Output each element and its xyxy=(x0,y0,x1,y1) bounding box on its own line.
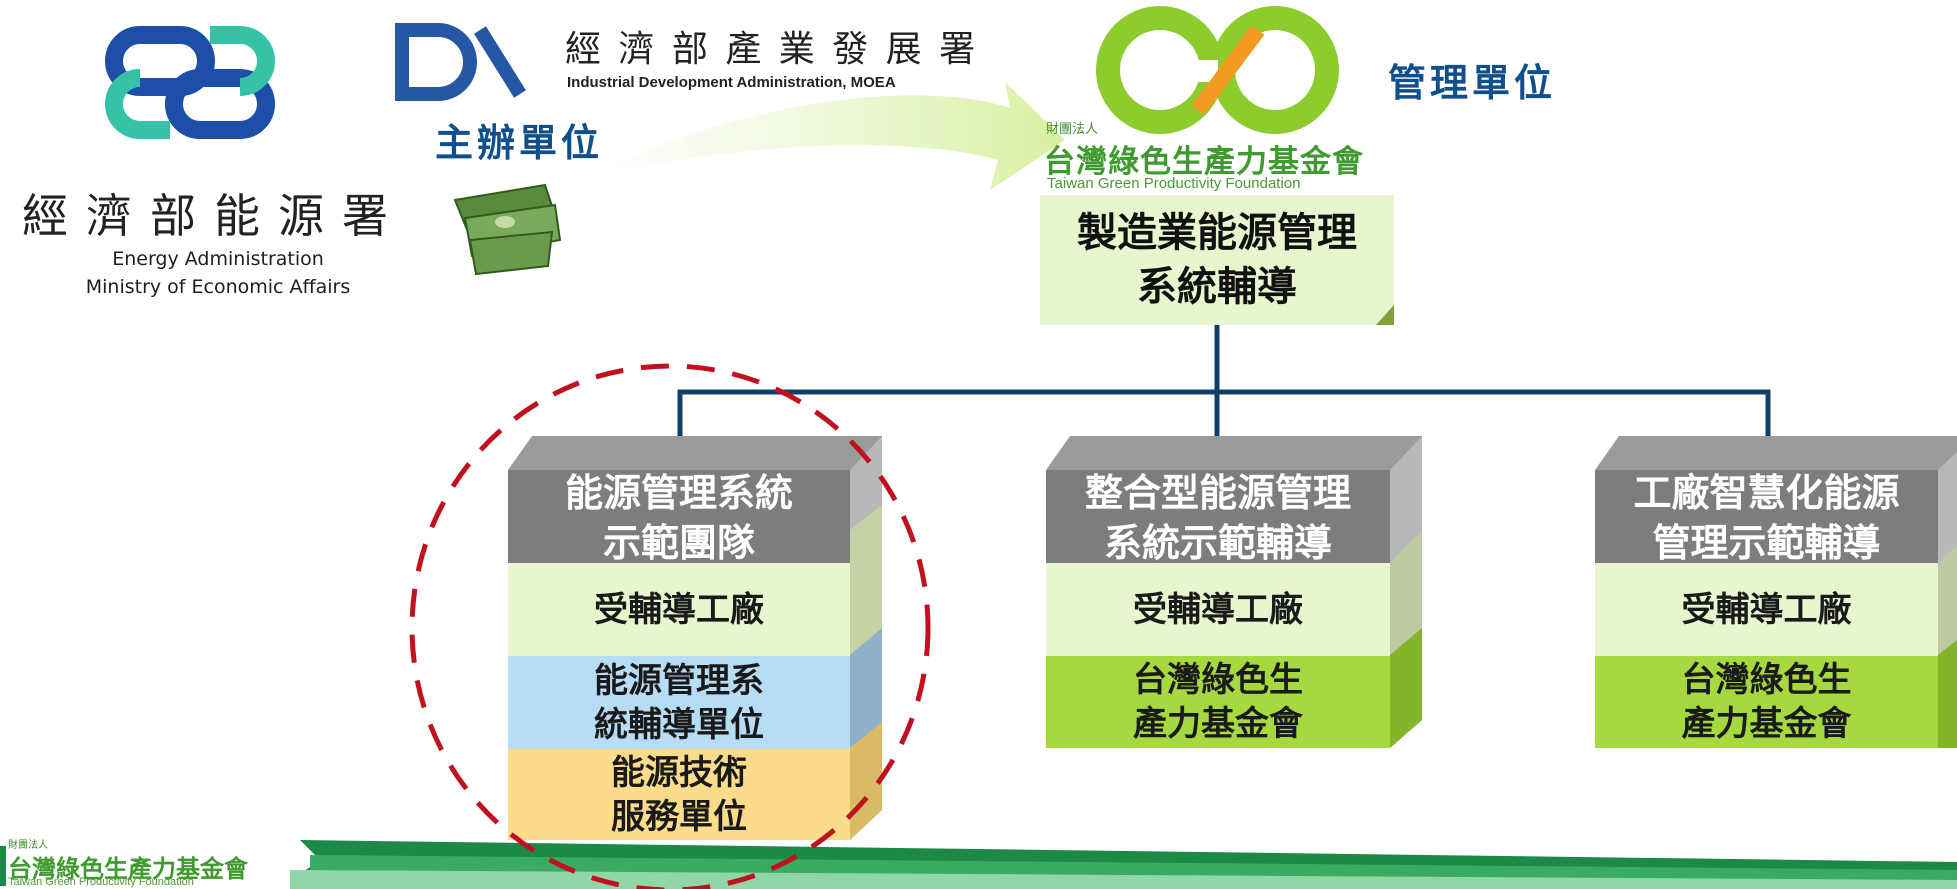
go-logo xyxy=(1096,6,1339,134)
foundation-prefix: 財團法人 xyxy=(1046,122,1099,137)
branch-1-row-1: 受輔導工廠 xyxy=(594,589,764,630)
branch-1-row-3: 能源技術 服務單位 xyxy=(611,752,747,837)
money-icon xyxy=(453,183,562,276)
branch-box-2 xyxy=(1046,436,1422,748)
branch-box-3 xyxy=(1595,436,1957,748)
ida-logo xyxy=(395,23,526,101)
highlight-circle xyxy=(409,363,931,889)
branch-3-row-2: 台灣綠色生 產力基金會 xyxy=(1681,660,1852,744)
branch-2-row-1: 受輔導工廠 xyxy=(1133,589,1303,630)
branch-1-title: 能源管理系統 示範團隊 xyxy=(564,471,793,565)
ida-name-en: Industrial Development Administration, M… xyxy=(567,74,896,91)
footer-logo-mark xyxy=(0,846,6,886)
branch-3-title: 工廠智慧化能源 管理示範輔導 xyxy=(1633,471,1900,565)
connector-lines xyxy=(677,325,1771,450)
branch-3-row-1: 受輔導工廠 xyxy=(1681,589,1852,630)
funding-arrow xyxy=(585,82,1065,190)
branch-2-title: 整合型能源管理 系統示範輔導 xyxy=(1084,471,1351,565)
energy-admin-name-en-1: Energy Administration xyxy=(112,248,324,270)
foundation-name-zh: 台灣綠色生產力基金會 xyxy=(1044,144,1364,180)
footer-ribbon-mid xyxy=(310,855,1957,880)
foundation-name-en: Taiwan Green Productivity Foundation xyxy=(1047,175,1301,192)
footer-name-zh: 台灣綠色生產力基金會 xyxy=(8,855,248,883)
manager-label: 管理單位 xyxy=(1388,61,1557,105)
program-box xyxy=(1040,195,1394,325)
footer-name-en: Taiwan Green Productivity Foundation xyxy=(8,876,194,888)
ida-name-zh: 經 濟 部 產 業 發 展 署 xyxy=(565,29,979,70)
organizer-label: 主辦單位 xyxy=(435,121,604,165)
program-title: 製造業能源管理 系統輔導 xyxy=(1077,210,1357,310)
branch-2-row-2: 台灣綠色生 產力基金會 xyxy=(1133,660,1303,744)
branch-1-row-2: 能源管理系 統輔導單位 xyxy=(594,660,764,745)
program-box-fold xyxy=(1376,305,1394,325)
footer-prefix: 財團法人 xyxy=(8,840,48,851)
energy-admin-name-zh: 經濟部能源署 xyxy=(22,189,406,243)
branch-box-1 xyxy=(508,436,882,840)
energy-admin-logo xyxy=(105,26,275,139)
energy-admin-name-en-2: Ministry of Economic Affairs xyxy=(85,276,351,298)
